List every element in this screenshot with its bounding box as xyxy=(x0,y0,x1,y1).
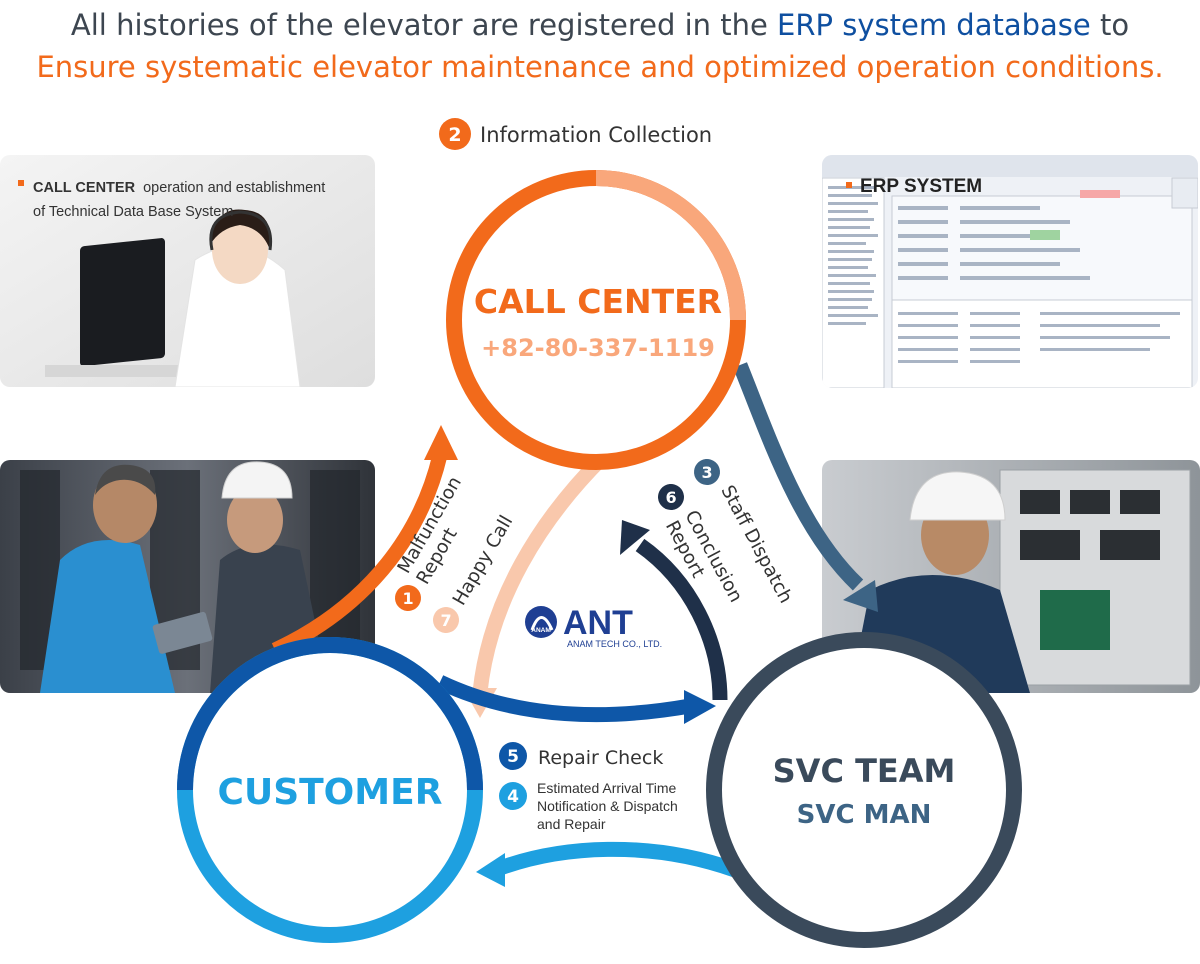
ant-logo-subtitle: ANAM TECH CO., LTD. xyxy=(567,639,662,649)
step-3-badge xyxy=(694,459,720,485)
step-6-number: 6 xyxy=(665,488,676,507)
headline-line-1: All histories of the elevator are regist… xyxy=(0,8,1200,42)
caption-callcenter-line1: operation and establishment xyxy=(143,180,325,196)
arrow-happy-call xyxy=(472,452,608,693)
svc-subtitle: SVC MAN xyxy=(797,800,932,830)
step-5-badge xyxy=(499,742,527,770)
svg-text:CALL CENTER operation an: CALL CENTER operation and establishment xyxy=(33,180,325,196)
arrow-head-6 xyxy=(620,520,650,555)
step-7-number: 7 xyxy=(440,611,451,630)
step-2-label: Information Collection xyxy=(480,123,712,147)
headline-text-end: to xyxy=(1099,8,1130,42)
arrow-repair-check xyxy=(436,675,692,723)
step-4-number: 4 xyxy=(507,787,519,807)
panel-photo xyxy=(822,460,1200,693)
svc-node: SVC TEAM SVC MAN xyxy=(706,632,1022,948)
step-2-badge xyxy=(439,118,471,150)
customer-node: CUSTOMER xyxy=(177,637,483,943)
step-5-label: Repair Check xyxy=(538,747,663,769)
caption-erp-system: ERP SYSTEM xyxy=(860,176,982,197)
caption-callcenter-line2: of Technical Data Base System xyxy=(33,204,233,220)
ant-logo: ANAM ANT ANAM TECH CO., LTD. xyxy=(525,604,662,649)
arrow-head-5 xyxy=(684,690,716,724)
step-5-number: 5 xyxy=(507,747,519,767)
cycle-arrows xyxy=(271,362,878,887)
arrow-conclusion-report xyxy=(635,538,728,701)
step-4-label-line1: Estimated Arrival Time xyxy=(537,780,676,796)
arrow-head-4 xyxy=(476,853,505,887)
step-3-number: 3 xyxy=(701,463,712,482)
erp-caption: ERP SYSTEM xyxy=(846,176,982,197)
step-7-badge xyxy=(433,607,459,633)
arrow-head-3 xyxy=(843,580,878,612)
ant-logo-name: ANT xyxy=(563,604,633,642)
step-4-badge xyxy=(499,782,527,810)
step-5: 5 Repair Check xyxy=(499,742,663,770)
ant-logo-mark-text: ANAM xyxy=(531,627,551,634)
headline-highlight-erp: ERP system database xyxy=(777,8,1091,42)
step-1-badge xyxy=(395,585,421,611)
step-1-number: 1 xyxy=(402,589,413,608)
caption-callcenter-bold: CALL CENTER xyxy=(33,180,136,196)
step-4: 4 Estimated Arrival Time Notification & … xyxy=(499,780,678,832)
callcenter-photo xyxy=(0,155,375,387)
headline-line-2: Ensure systematic elevator maintenance a… xyxy=(36,50,1164,84)
erp-screenshot xyxy=(822,155,1198,388)
step-4-label-line3: and Repair xyxy=(537,816,606,832)
headline-text-start: All histories of the elevator are regist… xyxy=(70,8,768,42)
arrow-head-1 xyxy=(424,425,458,460)
callcenter-phone: +82-80-337-1119 xyxy=(481,334,715,362)
step-6-badge xyxy=(658,484,684,510)
arrow-arrival-notification xyxy=(492,841,738,878)
arrow-malfunction-report xyxy=(271,453,448,657)
callcenter-node: CALL CENTER +82-80-337-1119 xyxy=(446,170,746,470)
arrow-staff-dispatch xyxy=(733,362,864,591)
step-2: 2 Information Collection xyxy=(439,118,712,150)
svc-title: SVC TEAM xyxy=(773,752,956,790)
callcenter-title: CALL CENTER xyxy=(474,282,722,321)
step-4-label-line2: Notification & Dispatch xyxy=(537,798,678,814)
step-2-number: 2 xyxy=(448,124,461,146)
callcenter-caption: CALL CENTER operation and establishment … xyxy=(18,180,325,220)
customer-title: CUSTOMER xyxy=(218,772,443,813)
